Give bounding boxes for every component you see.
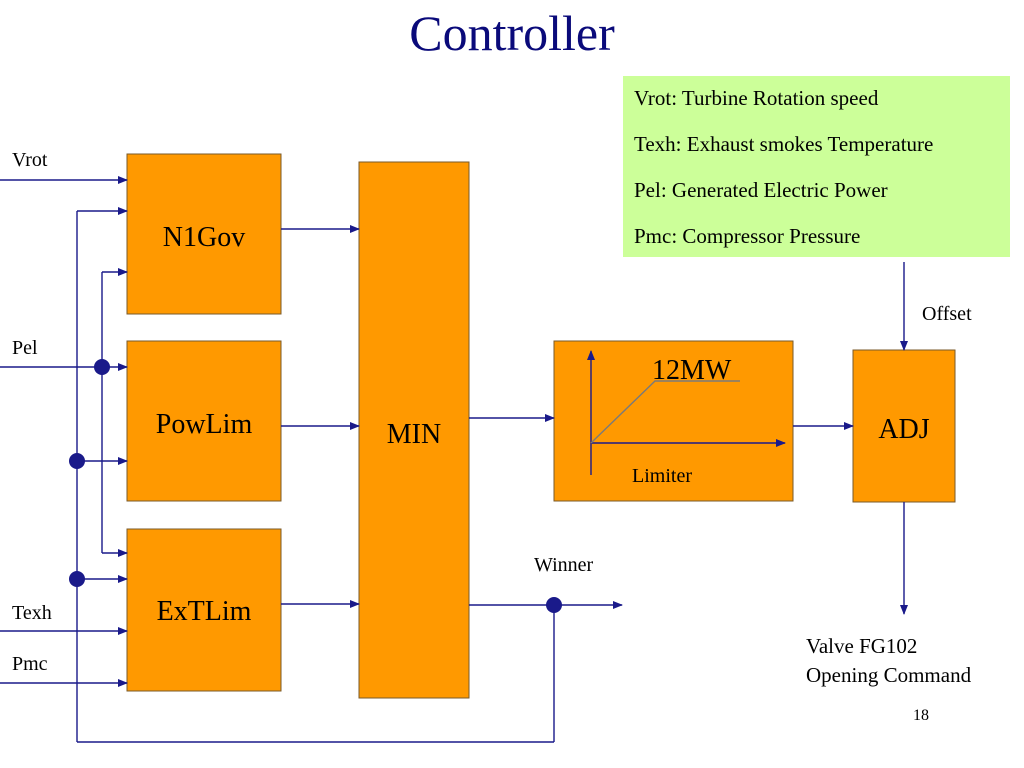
extlim-block — [126, 528, 282, 692]
feedback-junction-dot — [69, 453, 85, 469]
legend-item: Pmc: Compressor Pressure — [634, 224, 861, 248]
vrot-signal-label: Vrot — [12, 149, 48, 171]
page-number: 18 — [913, 707, 929, 724]
limiter-block — [553, 340, 794, 502]
pmc-signal-label: Pmc — [12, 653, 48, 675]
output-line-2: Opening Command — [806, 663, 972, 687]
output-line-1: Valve FG102 — [806, 634, 918, 658]
legend-item: Texh: Exhaust smokes Temperature — [634, 132, 934, 156]
n1gov-label: N1Gov — [163, 222, 245, 253]
offset-signal-label: Offset — [922, 303, 972, 325]
n1gov-block — [126, 153, 282, 315]
legend-item: Vrot: Turbine Rotation speed — [634, 86, 879, 110]
limiter-value-label: 12MW — [652, 355, 732, 386]
output-label: Valve FG102 Opening Command — [806, 632, 971, 690]
winner-junction-dot — [546, 597, 562, 613]
min-block — [358, 161, 470, 699]
limiter-label: Limiter — [632, 465, 692, 487]
extlim-label: ExTLim — [157, 596, 252, 627]
min-label: MIN — [387, 419, 441, 450]
adj-label: ADJ — [878, 414, 929, 445]
texh-signal-label: Texh — [12, 602, 52, 624]
feedback-junction-dot — [69, 571, 85, 587]
slide-title: Controller — [409, 5, 615, 61]
powlim-label: PowLim — [156, 409, 253, 440]
pel-signal-label: Pel — [12, 337, 38, 359]
signal-legend: Vrot: Turbine Rotation speed Texh: Exhau… — [623, 76, 1010, 257]
pel-junction-dot — [94, 359, 110, 375]
winner-signal-label: Winner — [534, 554, 594, 576]
limiter-curve — [590, 380, 740, 444]
powlim-block — [126, 340, 282, 502]
legend-item: Pel: Generated Electric Power — [634, 178, 888, 202]
